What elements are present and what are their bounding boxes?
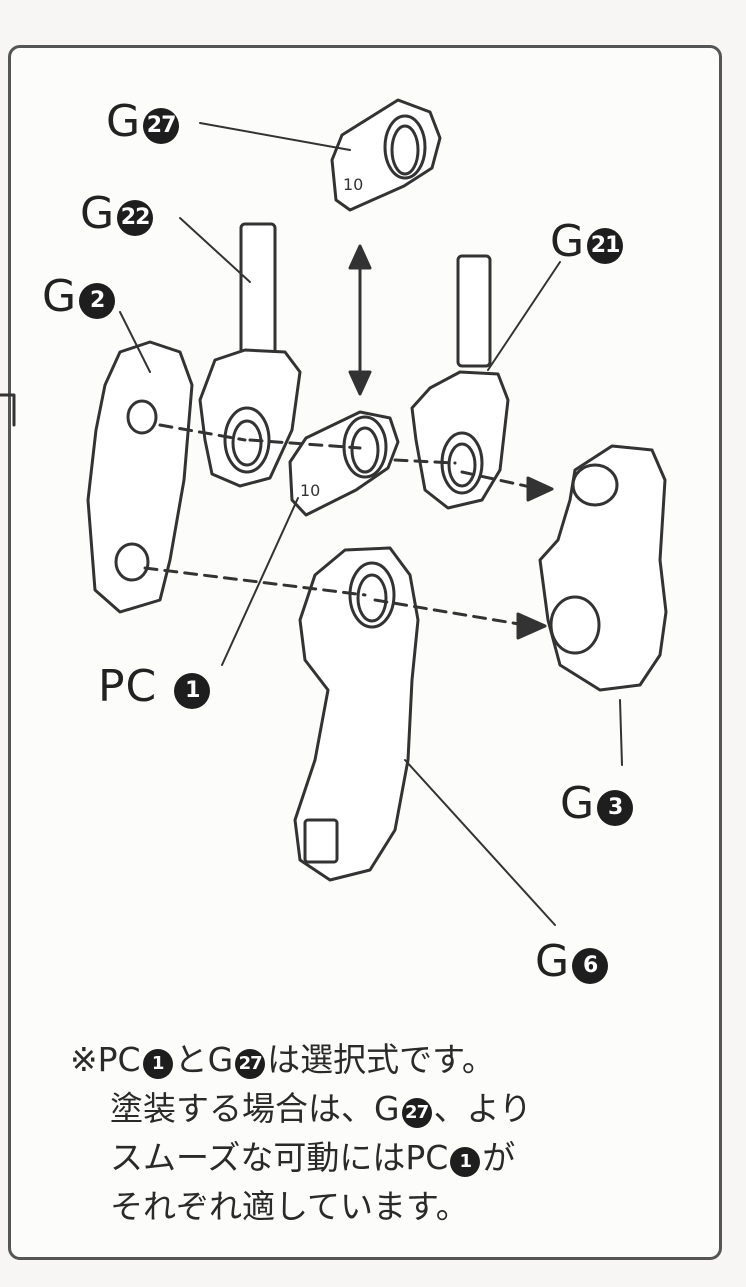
note-line-4: それぞれ適しています。 bbox=[70, 1182, 710, 1231]
part-g27-washer bbox=[330, 98, 442, 212]
note-text: 塗装する場合は、G bbox=[110, 1089, 400, 1128]
arrowhead-to-g3-lower bbox=[516, 612, 547, 640]
arrowhead-to-g3-upper bbox=[526, 476, 554, 502]
part-g2-cover bbox=[86, 340, 194, 614]
part-number-badge: 27 bbox=[401, 1098, 432, 1128]
part-number-badge: 1 bbox=[450, 1147, 481, 1177]
part-number-badge: 27 bbox=[143, 108, 180, 144]
part-number-badge: 21 bbox=[587, 228, 624, 264]
note-text: ※PC bbox=[70, 1040, 141, 1079]
label-prefix: PC bbox=[98, 661, 158, 712]
note-text: は選択式です。 bbox=[267, 1040, 495, 1079]
part-number-badge: 27 bbox=[235, 1049, 266, 1079]
label-prefix: G bbox=[106, 96, 142, 147]
dashed-connectors bbox=[143, 423, 537, 627]
part-g3-block bbox=[538, 444, 668, 692]
part-number-badge: 6 bbox=[572, 948, 609, 984]
label-prefix: G bbox=[42, 271, 78, 322]
note-text: スムーズな可動にはPC bbox=[110, 1138, 449, 1177]
external-lead-line bbox=[0, 393, 16, 427]
note-text: が bbox=[482, 1138, 516, 1177]
leader-lines bbox=[119, 122, 623, 926]
note-text: それぞれ適しています。 bbox=[110, 1187, 469, 1226]
label-prefix: G bbox=[80, 188, 116, 239]
label-pc1: PC 1 bbox=[98, 665, 211, 709]
part-number-badge: 1 bbox=[142, 1049, 173, 1079]
label-prefix: G bbox=[560, 778, 596, 829]
swap-arrow bbox=[348, 244, 372, 396]
part-number-badge: 2 bbox=[79, 283, 116, 319]
part-pc1-washer bbox=[288, 410, 400, 517]
note-text: とG bbox=[174, 1040, 234, 1079]
mark-washer-mid: 10 bbox=[300, 481, 320, 500]
part-number-badge: 1 bbox=[174, 673, 211, 709]
mark-washer-top: 10 bbox=[343, 175, 363, 194]
part-number-badge: 22 bbox=[117, 200, 154, 236]
note-text: 、より bbox=[433, 1089, 532, 1128]
label-prefix: G bbox=[550, 216, 586, 267]
part-g21-arm bbox=[410, 254, 510, 510]
part-g22-arm bbox=[198, 222, 302, 488]
part-number-badge: 3 bbox=[597, 790, 634, 826]
label-prefix: G bbox=[535, 936, 571, 987]
part-g6-frame bbox=[293, 546, 420, 882]
